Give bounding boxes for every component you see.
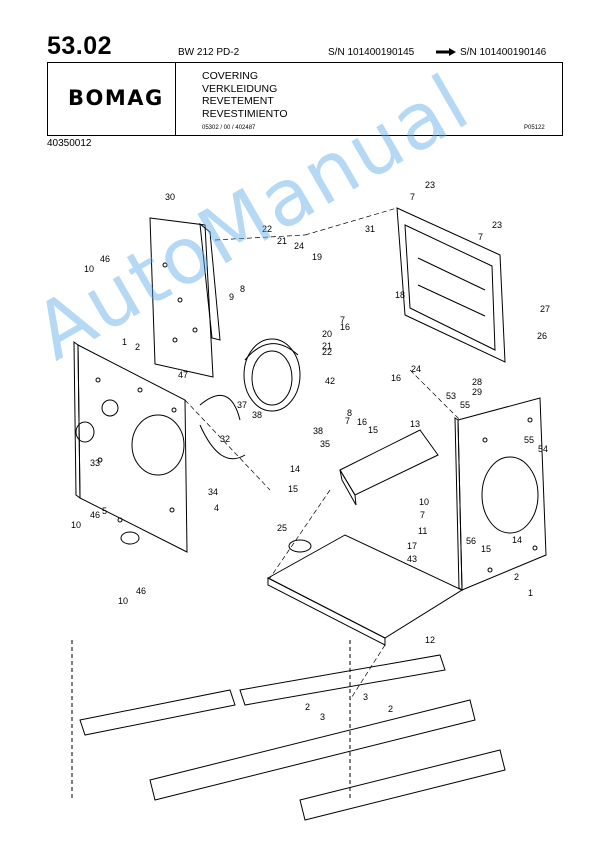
callout-5: 5 <box>102 506 107 516</box>
callout-42: 42 <box>325 376 335 386</box>
callout-46: 46 <box>136 586 146 596</box>
callout-16: 16 <box>357 417 367 427</box>
callout-1: 1 <box>528 588 533 598</box>
callout-15: 15 <box>368 425 378 435</box>
callout-21: 21 <box>322 341 332 351</box>
callout-10: 10 <box>118 596 128 606</box>
callout-8: 8 <box>240 284 245 294</box>
callout-3: 3 <box>320 712 325 722</box>
callout-55: 55 <box>460 400 470 410</box>
frame-chassis <box>71 640 506 821</box>
bomag-logo: BOMAG <box>68 86 164 110</box>
callout-2: 2 <box>305 702 310 712</box>
callout-54: 54 <box>538 444 548 454</box>
callout-46: 46 <box>90 510 100 520</box>
callout-7: 7 <box>410 192 415 202</box>
callout-3: 3 <box>363 692 368 702</box>
callout-28: 28 <box>472 377 482 387</box>
callout-2: 2 <box>135 342 140 352</box>
callout-2: 2 <box>388 704 393 714</box>
seal-half-rings <box>199 395 246 460</box>
callout-19: 19 <box>312 252 322 262</box>
callout-56: 56 <box>466 536 476 546</box>
callout-17: 17 <box>407 541 417 551</box>
serial-to: S/N 101400190146 <box>460 47 547 58</box>
callout-33: 33 <box>90 458 100 468</box>
cover-ring <box>243 338 301 412</box>
callout-38: 38 <box>252 410 262 420</box>
callout-35: 35 <box>320 439 330 449</box>
section-titles: COVERING VERKLEIDUNG REVETEMENT REVESTIM… <box>202 70 288 120</box>
callout-11: 11 <box>418 526 427 536</box>
callout-16: 16 <box>340 322 350 332</box>
callout-24: 24 <box>411 364 421 374</box>
grommets <box>75 421 312 553</box>
arrow-right-icon <box>436 48 456 56</box>
callout-29: 29 <box>472 387 482 397</box>
title-block: BOMAG COVERING VERKLEIDUNG REVETEMENT RE… <box>47 62 563 136</box>
right-top-panel <box>396 207 506 363</box>
callout-7: 7 <box>345 416 350 426</box>
callout-10: 10 <box>84 264 94 274</box>
leader-lines <box>184 207 461 701</box>
callout-22: 22 <box>262 224 272 234</box>
callout-7: 7 <box>340 315 345 325</box>
callout-53: 53 <box>446 391 456 401</box>
callout-26: 26 <box>537 331 547 341</box>
callout-38: 38 <box>313 426 323 436</box>
callout-21: 21 <box>277 236 287 246</box>
title-es: REVESTIMIENTO <box>202 107 288 120</box>
callout-9: 9 <box>229 292 234 302</box>
callout-4: 4 <box>214 503 219 513</box>
callout-12: 12 <box>425 635 435 645</box>
callout-7: 7 <box>478 232 483 242</box>
logo-cell: BOMAG <box>48 63 176 135</box>
callout-27: 27 <box>540 304 550 314</box>
page-number: 53.02 <box>47 32 113 60</box>
callout-23: 23 <box>425 180 435 190</box>
callout-32: 32 <box>220 434 230 444</box>
center-bracket <box>339 429 439 506</box>
callout-14: 14 <box>290 464 300 474</box>
callout-55: 55 <box>524 435 534 445</box>
callout-8: 8 <box>347 408 352 418</box>
callout-22: 22 <box>322 347 332 357</box>
serial-from: S/N 101400190145 <box>328 47 415 58</box>
callout-30: 30 <box>165 192 175 202</box>
callout-16: 16 <box>391 373 401 383</box>
callout-13: 13 <box>410 419 420 429</box>
callout-46: 46 <box>100 254 110 264</box>
callout-37: 37 <box>237 400 247 410</box>
callout-25: 25 <box>277 523 287 533</box>
callout-10: 10 <box>71 520 81 530</box>
title-en: COVERING <box>202 70 259 82</box>
model-label: BW 212 PD-2 <box>178 47 240 58</box>
callout-47: 47 <box>178 370 188 380</box>
callout-15: 15 <box>288 484 298 494</box>
callout-10: 10 <box>419 497 429 507</box>
callout-31: 31 <box>365 224 375 234</box>
callout-14: 14 <box>512 535 522 545</box>
upper-left-bracket <box>149 217 221 378</box>
callout-15: 15 <box>481 544 491 554</box>
callout-43: 43 <box>407 554 417 564</box>
callout-34: 34 <box>208 487 218 497</box>
right-side-panel <box>454 397 547 591</box>
drawing-number: P05122 <box>524 125 545 131</box>
callout-18: 18 <box>395 290 405 300</box>
callout-2: 2 <box>514 572 519 582</box>
title-fr: REVETEMENT <box>202 95 274 107</box>
callout-7: 7 <box>420 510 425 520</box>
left-side-panel <box>73 340 188 553</box>
callout-23: 23 <box>492 220 502 230</box>
reference-code: 05302 / 00 / 402487 <box>202 125 256 131</box>
title-de: VERKLEIDUNG <box>202 82 278 95</box>
callout-1: 1 <box>122 337 127 347</box>
catalog-number: 40350012 <box>47 138 92 149</box>
callout-24: 24 <box>294 241 304 251</box>
callout-20: 20 <box>322 329 332 339</box>
